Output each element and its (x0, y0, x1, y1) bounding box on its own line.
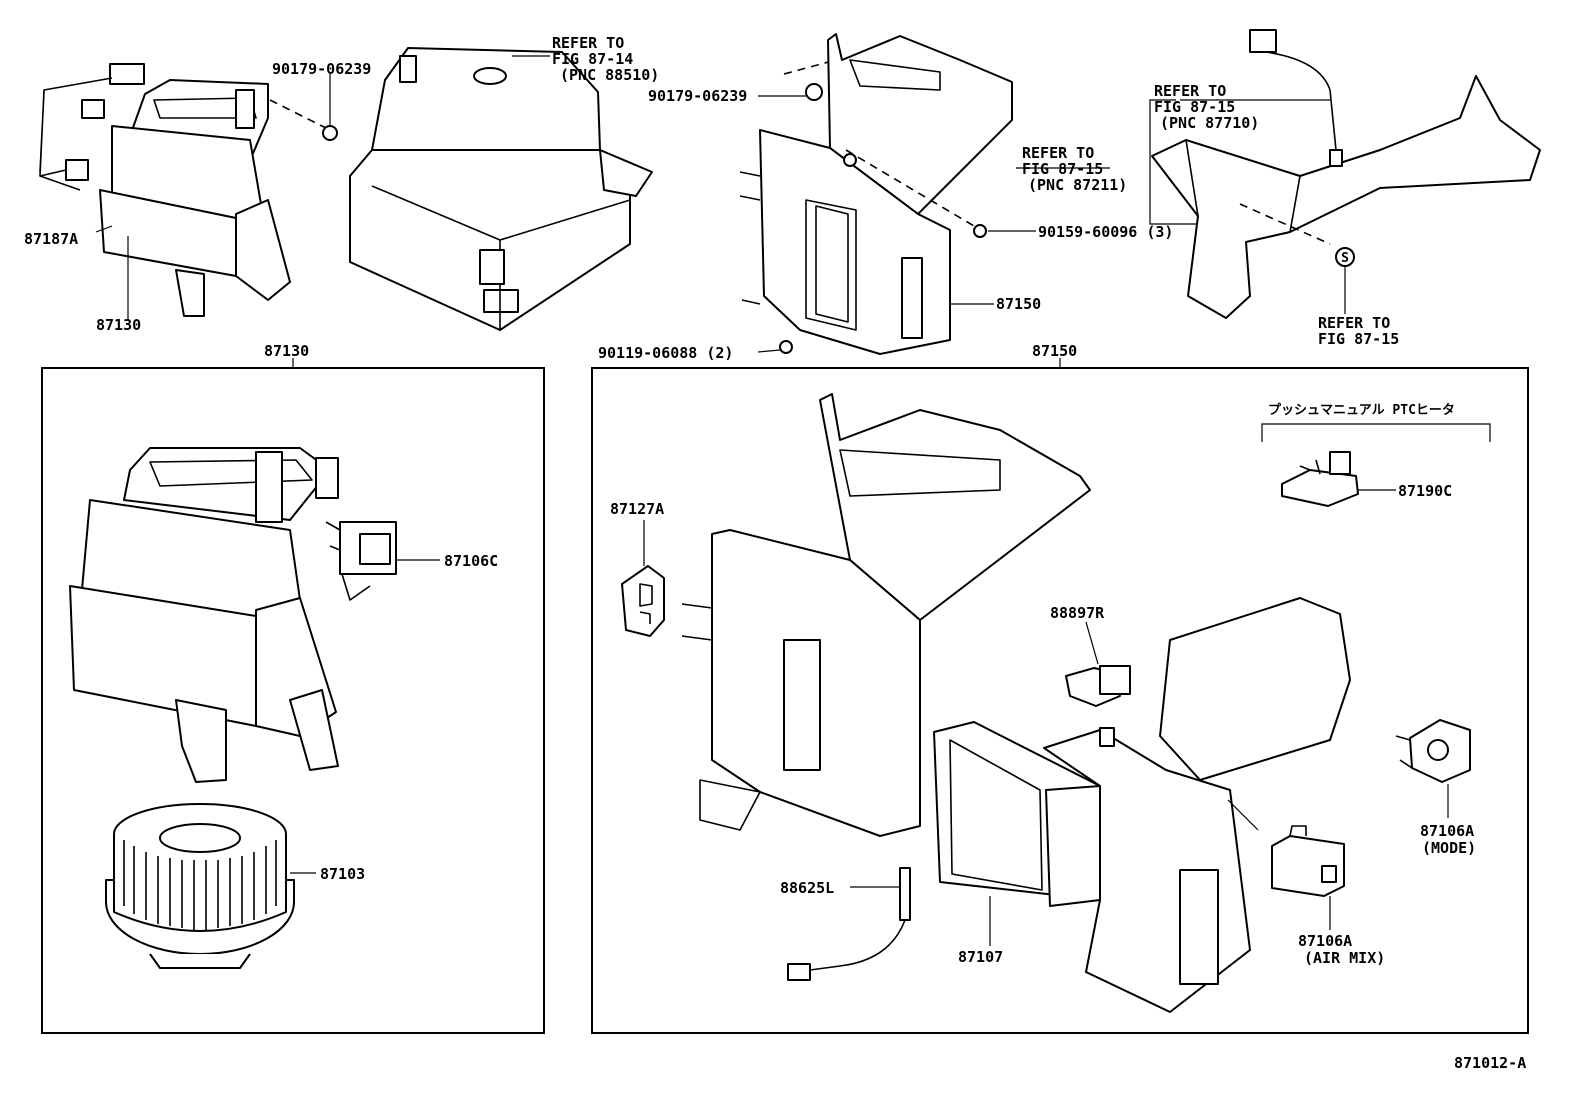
refer-87-15-a-line3: (PNC 87211) (1028, 176, 1127, 194)
refer-87-14-line1: REFER TO (552, 34, 624, 52)
ptc-group-bracket (1261, 423, 1491, 442)
refer-87-15-a-line1: REFER TO (1022, 144, 1094, 162)
refer-87-15-c-line2: FIG 87-15 (1318, 330, 1399, 348)
lower-case-drawing (1043, 597, 1351, 1013)
label-87130-top: 87130 (96, 316, 141, 334)
ptc-heater-drawing (1281, 451, 1359, 507)
label-88625L: 88625L (780, 879, 834, 897)
refer-87-15-a-line2: FIG 87-15 (1022, 160, 1103, 178)
label-87106A-airmix: 87106A (1298, 932, 1352, 950)
evaporator-drawing (933, 721, 1101, 907)
label-87150-top: 87150 (996, 295, 1041, 313)
label-87107: 87107 (958, 948, 1003, 966)
grommet-drawing (621, 565, 665, 637)
heater-unit-drawing (349, 47, 653, 331)
unit-case-drawing (681, 393, 1091, 837)
blower-housing-top-drawing (99, 79, 291, 317)
duct-drawing (1151, 29, 1541, 319)
label-87103: 87103 (320, 865, 365, 883)
mode-servo-drawing (1395, 719, 1471, 783)
refer-87-14-line2: FIG 87-14 (552, 50, 633, 68)
expansion-valve-drawing (1065, 665, 1131, 707)
label-88897R: 88897R (1050, 604, 1105, 622)
thermistor-drawing (787, 867, 911, 981)
right-box-title: 87150 (1032, 342, 1077, 360)
refer-87-15-c-line1: REFER TO (1318, 314, 1390, 332)
label-clip-mid: 90179-06239 (648, 87, 747, 105)
airmix-servo-drawing (1271, 825, 1345, 897)
clip-mid-icon (805, 83, 823, 101)
ptc-group-label: プッシュマニュアル PTCヒータ (1268, 403, 1455, 418)
blower-housing-detail-drawing (69, 447, 339, 783)
refer-87-15-b-line1: REFER TO (1154, 82, 1226, 100)
label-87106C: 87106C (444, 552, 498, 570)
label-clip-left: 90179-06239 (272, 60, 371, 78)
resistor-drawing (325, 521, 397, 601)
s-marker: S (1341, 251, 1349, 266)
label-airmix-note: (AIR MIX) (1304, 949, 1385, 967)
label-87187A: 87187A (24, 230, 78, 248)
clip-icon (322, 125, 338, 141)
label-screw-2: 90119-06088 (2) (598, 344, 733, 362)
cooling-unit-top-drawing (739, 33, 1013, 355)
label-87190C: 87190C (1398, 482, 1452, 500)
left-box-title: 87130 (264, 342, 309, 360)
wire-harness-drawing (39, 63, 145, 191)
refer-87-14-line3: (PNC 88510) (560, 66, 659, 84)
label-mode-note: (MODE) (1422, 839, 1476, 857)
refer-87-15-b-line2: FIG 87-15 (1154, 98, 1235, 116)
label-screw-3: 90159-60096 (3) (1038, 223, 1173, 241)
label-87127A: 87127A (610, 500, 664, 518)
blower-motor-drawing (105, 803, 295, 969)
refer-87-15-b-line3: (PNC 87710) (1160, 114, 1259, 132)
label-87106A-mode: 87106A (1420, 822, 1474, 840)
diagram-id: 871012-A (1454, 1054, 1526, 1072)
